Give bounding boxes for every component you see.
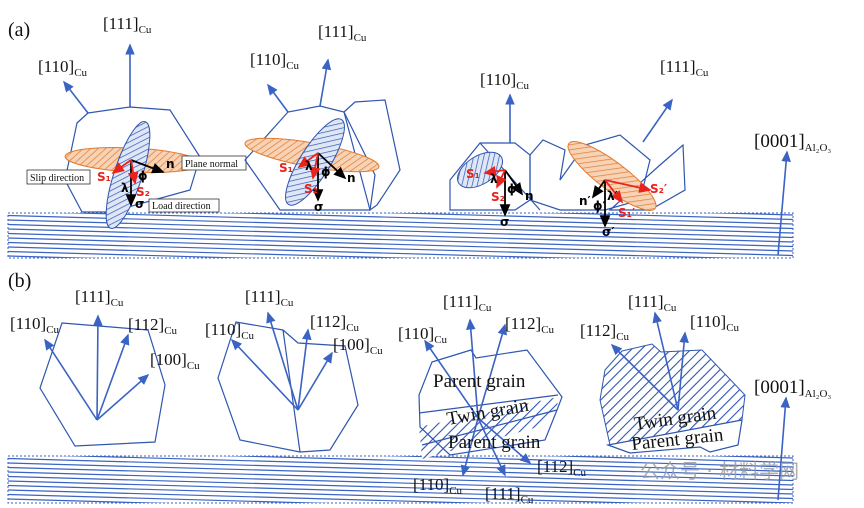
axis-label-b: [111]Cu [628,292,677,314]
s1-symbol: S₁ [97,170,111,184]
grain-b2 [217,311,359,453]
substrate-stripe [539,213,793,221]
sigma-prime-symbol: σ′ [602,225,615,239]
substrate-stripe [8,484,654,503]
lambda-symbol: λ [490,172,498,186]
substrate-stripe [8,475,793,500]
substrate-stripe [8,466,793,491]
substrate-axis-b [777,396,791,501]
substrate-stripe [8,250,262,258]
axis-label-b: [112]Cu [310,312,360,334]
lambda-prime-symbol: λ′ [607,189,618,203]
s2-prime-symbol: S₂′ [650,182,667,196]
axis-label-b: [111]Cu [75,287,124,309]
grain-b3: Parent grain Twin grain Parent grain [418,318,563,477]
load-direction-annotation: Load direction [152,201,211,212]
substrate-stripe [8,493,333,503]
axis-label-b: [100]Cu [333,335,383,357]
substrate-stripe [57,213,793,234]
n-symbol: n [166,157,175,171]
watermark: 公众号 · 材料学网 [640,459,799,483]
axis-label-b: [112]Cu [128,315,178,337]
substrate-stripe [8,237,744,258]
substrate-stripe [218,456,793,473]
sigma-symbol: σ [500,215,509,229]
s1-prime-symbol: S₁′ [618,206,635,220]
substrate-stripe [8,498,173,503]
slip-direction-annotation: Slip direction [30,173,84,184]
s2-symbol: S₂ [304,182,318,196]
substrate-stripe [8,246,422,258]
n-prime-symbol: n′ [579,194,591,208]
phi-prime-symbol: ϕ′ [593,199,606,213]
axis-label-b: [110]Cu [205,320,255,342]
substrate-stripe [8,489,494,503]
lambda-symbol: λ [305,159,313,173]
substrate-stripe [8,457,793,482]
grain-b1 [39,314,166,447]
axis-label-a: [111]Cu [660,57,709,79]
grain-a2: n ϕ λ σ S₁ S₂ [244,58,401,214]
substrate-stripe [57,456,793,477]
plane-normal-annotation: Plane normal [185,159,238,170]
axis-label-a: [110]Cu [250,50,300,72]
s1-symbol: S₁ [279,161,293,175]
substrate-label-a: [0001]Al₂O₃ [754,131,831,154]
parent-grain-label: Parent grain [448,432,541,453]
substrate-b [7,455,794,504]
substrate-stripe [8,219,793,243]
substrate-stripe [379,213,793,225]
parent-grain-label: Parent grain [433,371,526,392]
axis-label-a: [110]Cu [480,70,530,92]
lambda-symbol: λ [121,181,129,195]
phi-symbol: ϕ [321,165,331,179]
substrate-stripe [8,255,101,258]
substrate-stripe [218,213,793,230]
axis-label-b: [110]Cu [690,312,740,334]
substrate-stripe [8,471,793,495]
s2-symbol: S₂ [136,185,150,199]
substrate-stripe [8,261,793,283]
s1-symbol: S₁ [466,167,480,181]
axis-label-b: [112]Cu [505,314,555,336]
substrate-stripe [8,228,793,252]
grain-b4: Twin grain Parent grain [599,311,746,455]
axis-label-a: [111]Cu [318,22,367,44]
n-symbol: n [525,189,534,203]
axis-label-b: [111]Cu [443,292,492,314]
panel-a-label: (a) [8,19,30,41]
phi-symbol: ϕ [507,182,517,196]
n-symbol: n [347,171,356,185]
substrate-stripe [8,232,793,257]
phi-symbol: ϕ [138,169,148,183]
axis-label-b: [112]Cu [580,321,630,343]
substrate-stripe [379,456,793,468]
substrate-stripe [8,502,12,503]
axis-label-b: [110]Cu [398,324,448,346]
axis-label-b: [112]Cu [537,457,587,479]
axis-label-a: [110]Cu [38,57,88,79]
s2-symbol: S₂ [491,190,505,204]
sigma-symbol: σ [135,197,144,211]
substrate-stripe [8,223,793,248]
axis-label-b: [111]Cu [245,287,294,309]
substrate-axis-a [777,150,791,256]
grain-a3: n ϕ λ σ S₁ S₂ n′ ϕ′ λ′ σ′ S₂′ S₁′ [449,93,686,239]
axis-label-b: [100]Cu [150,350,200,372]
grain-a1: n ϕ λ σ S₁ S₂ Plane normal Slip directio… [26,43,247,229]
substrate-stripe [8,214,793,239]
substrate-stripe [8,480,793,503]
axis-label-b: [110]Cu [10,314,60,336]
substrate-stripe [539,456,793,464]
sigma-symbol: σ [314,200,323,214]
axis-label-b: [111]Cu [485,484,534,506]
axis-label-b: [110]Cu [413,475,463,497]
substrate-stripe [8,462,793,486]
axis-label-a: [111]Cu [103,14,152,36]
substrate-a [7,212,794,283]
substrate-label-b: [0001]Al₂O₃ [754,377,831,400]
panel-b-label: (b) [8,270,31,292]
substrate-stripe [8,241,583,258]
